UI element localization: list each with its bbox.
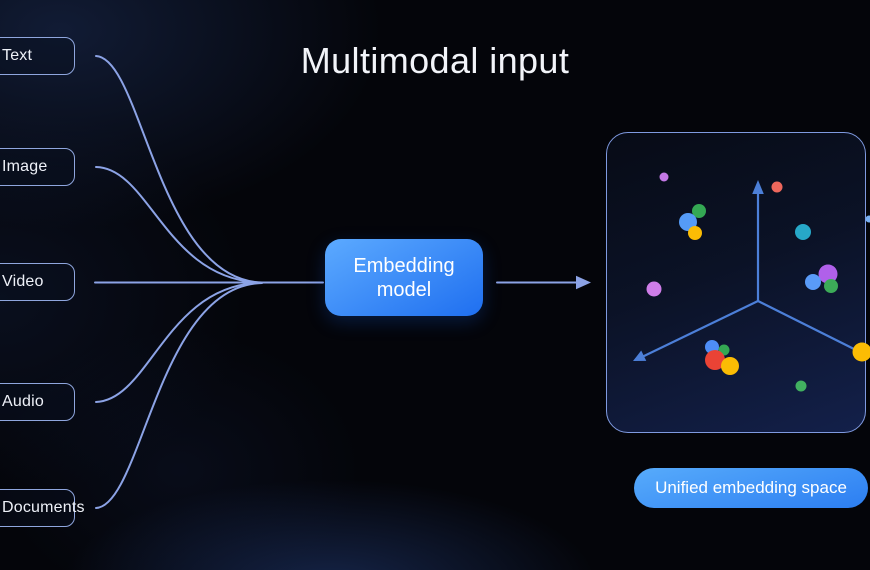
connector-text — [95, 55, 263, 284]
input-node-label: Audio — [2, 393, 44, 410]
embedding-point — [688, 226, 702, 240]
embedding-point — [646, 281, 662, 297]
axis-left — [641, 299, 760, 358]
embedding-point — [771, 181, 783, 193]
embedding-point — [818, 264, 838, 284]
embedding-dots-layer — [646, 172, 870, 392]
input-node-label: Documents — [2, 499, 85, 516]
embedding-space-axes — [633, 180, 860, 361]
input-node-image: Image — [0, 148, 75, 186]
unified-embedding-space-badge: Unified embedding space — [634, 468, 868, 508]
input-node-label: Video — [2, 273, 44, 290]
connector-audio — [95, 281, 263, 403]
embedding-point — [795, 380, 807, 392]
axis-vertical-arrow-icon — [752, 180, 764, 194]
input-node-label: Text — [2, 47, 33, 64]
arrow-head-icon — [576, 275, 591, 290]
embedding-space-panel — [606, 132, 866, 433]
embedding-point — [795, 224, 811, 240]
connector-documents — [95, 282, 263, 509]
embedding-model-label: Embedding model — [353, 254, 455, 301]
axis-right — [756, 299, 860, 353]
input-node-label: Image — [2, 158, 48, 175]
axis-left-arrow-icon — [633, 350, 647, 361]
badge-label: Unified embedding space — [655, 478, 847, 497]
input-connectors — [94, 55, 324, 509]
connector-image — [95, 166, 263, 284]
embedding-point — [865, 215, 870, 223]
model-to-space-arrow — [496, 275, 591, 290]
input-node-audio: Audio — [0, 383, 75, 421]
embedding-point — [852, 342, 870, 362]
embedding-model-box: Embedding model — [325, 239, 483, 316]
embedding-point — [721, 357, 739, 375]
embedding-point — [824, 279, 838, 293]
page-title: Multimodal input — [300, 40, 570, 81]
input-node-text: Text — [0, 37, 75, 75]
input-node-video: Video — [0, 263, 75, 301]
embedding-point — [692, 204, 706, 218]
embedding-point — [805, 274, 821, 290]
embedding-point — [659, 172, 669, 182]
embedding-point — [705, 350, 725, 370]
input-node-documents: Documents — [0, 489, 85, 527]
